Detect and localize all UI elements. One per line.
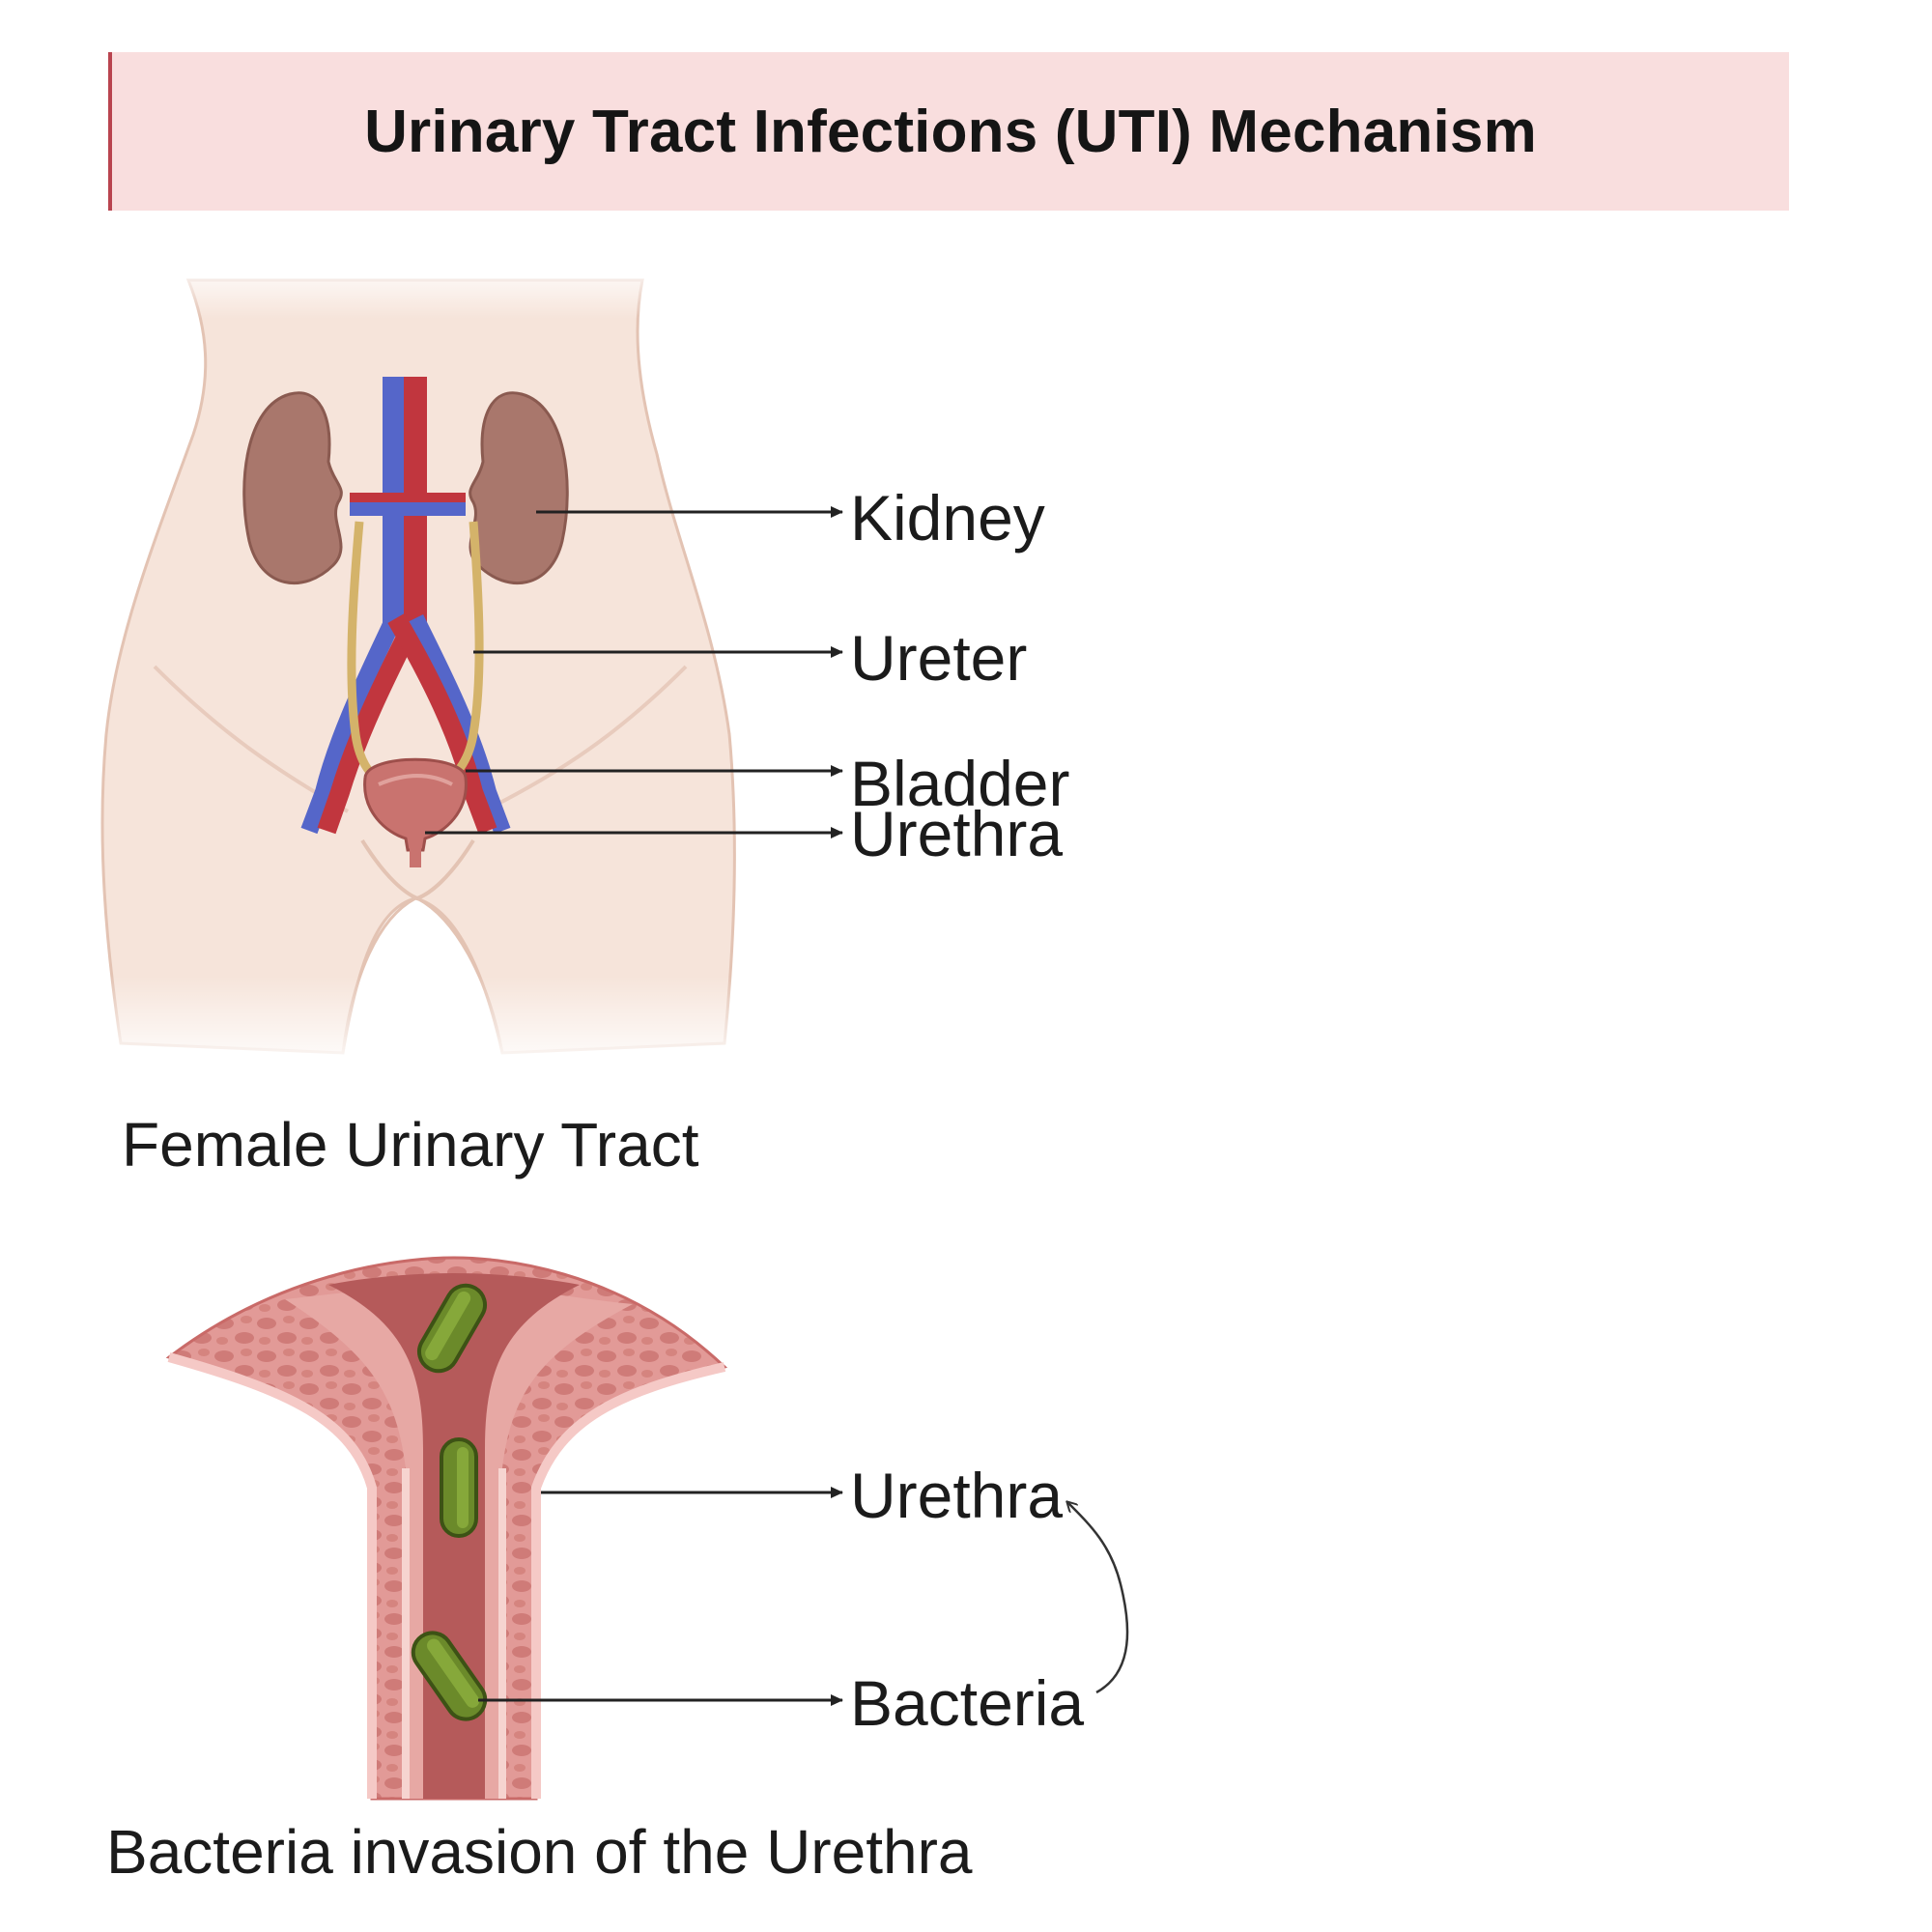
label-urethra-bottom: Urethra <box>850 1460 1064 1531</box>
title-banner: Urinary Tract Infections (UTI) Mechanism <box>108 52 1789 211</box>
label-urethra-top: Urethra <box>850 798 1064 869</box>
bladder <box>363 757 468 852</box>
urethra-small <box>410 846 421 867</box>
female-body-illustration <box>87 261 763 1072</box>
bacterium-1 <box>417 1283 487 1374</box>
right-kidney <box>469 391 569 585</box>
label-ureter: Ureter <box>850 622 1028 694</box>
label-bladder: Bladder <box>850 748 1070 819</box>
invasion-curved-arrow <box>1067 1502 1129 1694</box>
page-title: Urinary Tract Infections (UTI) Mechanism <box>364 98 1537 165</box>
bacterium-3 <box>411 1631 488 1721</box>
label-kidney: Kidney <box>850 482 1045 554</box>
caption-bacteria-invasion: Bacteria invasion of the Urethra <box>106 1817 973 1887</box>
left-kidney <box>242 391 343 585</box>
bacterium-2 <box>440 1437 478 1538</box>
label-bacteria: Bacteria <box>850 1667 1085 1739</box>
caption-female-urinary-tract: Female Urinary Tract <box>122 1110 699 1179</box>
